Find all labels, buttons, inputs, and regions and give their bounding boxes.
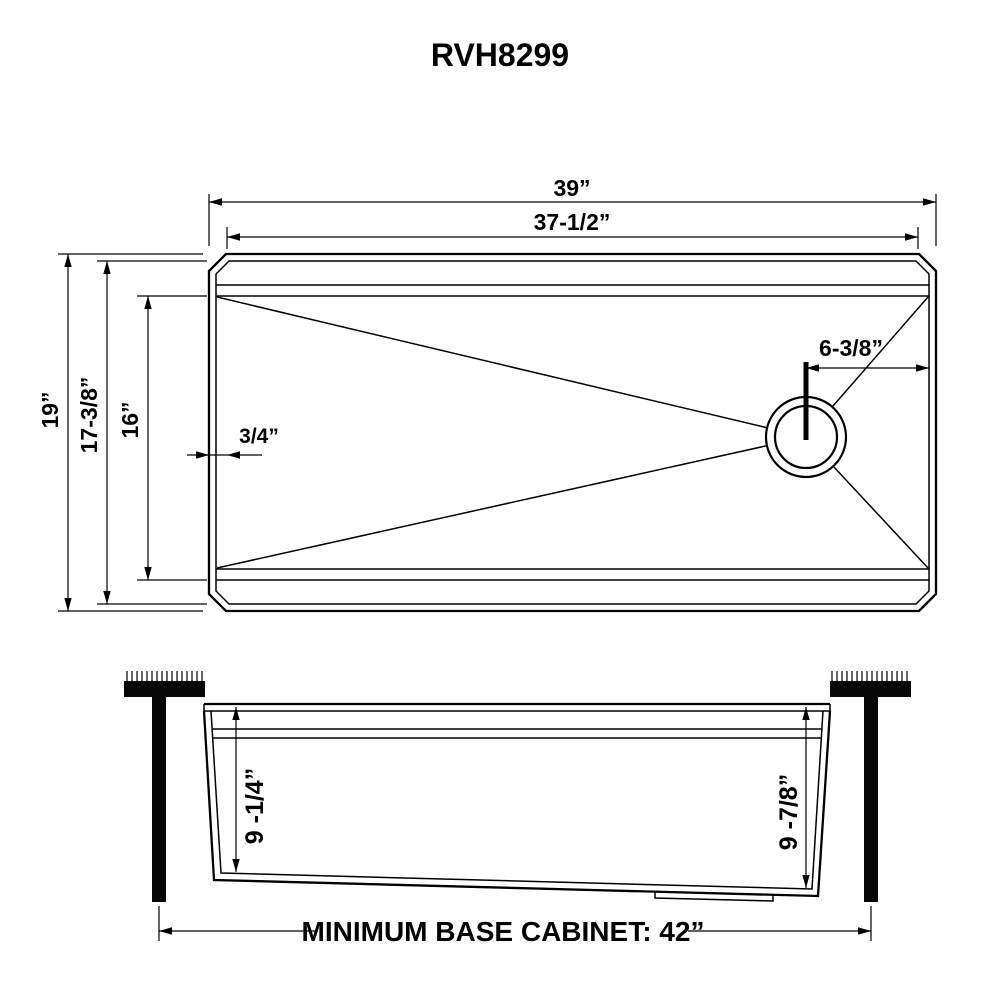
dim-label-basin-depth: 16” xyxy=(117,401,143,438)
dim-label-inner-width: 37-1/2” xyxy=(534,209,611,235)
dim-label-depth-right: 9 -7/8” xyxy=(775,774,803,850)
dim-label-ledge-width: 3/4” xyxy=(239,425,279,448)
extension-lines xyxy=(97,260,207,605)
dim-ledge-width: 3/4” xyxy=(187,425,279,459)
countertop-hatch-right xyxy=(831,671,908,681)
sink-outer-outline xyxy=(207,252,938,613)
extension-lines xyxy=(58,253,203,612)
dim-drain-offset: 6-3/8” xyxy=(806,335,929,372)
dim-inner-width: 37-1/2” xyxy=(226,209,919,249)
dim-depth-right: 9 -7/8” xyxy=(775,707,810,888)
drain-flange-profile xyxy=(654,892,774,902)
drawing-title: RVH8299 xyxy=(431,37,569,73)
side-view-dimensions: 9 -1/4” 9 -7/8” MINIMUM BASE CABINET: 42… xyxy=(158,707,872,947)
cabinet-wall-left xyxy=(152,697,166,902)
dim-rim-depth: 17-3/8” xyxy=(76,260,207,605)
countertop-hatch-left xyxy=(126,671,203,681)
countertop-right xyxy=(830,681,911,697)
top-view xyxy=(207,252,938,613)
dim-label-rim-depth: 17-3/8” xyxy=(76,377,102,454)
side-view xyxy=(124,671,911,902)
dim-label-outer-width: 39” xyxy=(553,175,590,201)
countertop-left xyxy=(124,681,205,697)
dim-label-outer-depth: 19” xyxy=(37,391,63,428)
dim-depth-left: 9 -1/4” xyxy=(232,707,269,872)
top-view-dimensions: 39” 37-1/2” 19” 17-3/8” 16” 3/4” xyxy=(37,175,937,612)
min-base-cabinet-label: MINIMUM BASE CABINET: 42” xyxy=(302,916,705,947)
cabinet-wall-right xyxy=(864,697,878,902)
sink-rim-bottom-line xyxy=(203,704,831,712)
dim-label-drain-offset: 6-3/8” xyxy=(819,335,883,361)
sink-outer-shell xyxy=(202,710,832,898)
basin-slope-diagonals xyxy=(216,296,929,569)
dim-basin-depth: 16” xyxy=(117,295,207,581)
sink-rim-outline xyxy=(215,260,930,605)
extension-lines xyxy=(158,906,872,941)
side-track-lines xyxy=(212,728,822,739)
dim-outer-width: 39” xyxy=(208,175,937,246)
sink-inner-shell xyxy=(210,710,824,890)
dim-outer-depth: 19” xyxy=(37,253,203,612)
ledge-track-lines xyxy=(216,284,929,581)
dim-label-depth-left: 9 -1/4” xyxy=(241,768,269,844)
dim-base-cabinet: MINIMUM BASE CABINET: 42” xyxy=(158,906,872,947)
